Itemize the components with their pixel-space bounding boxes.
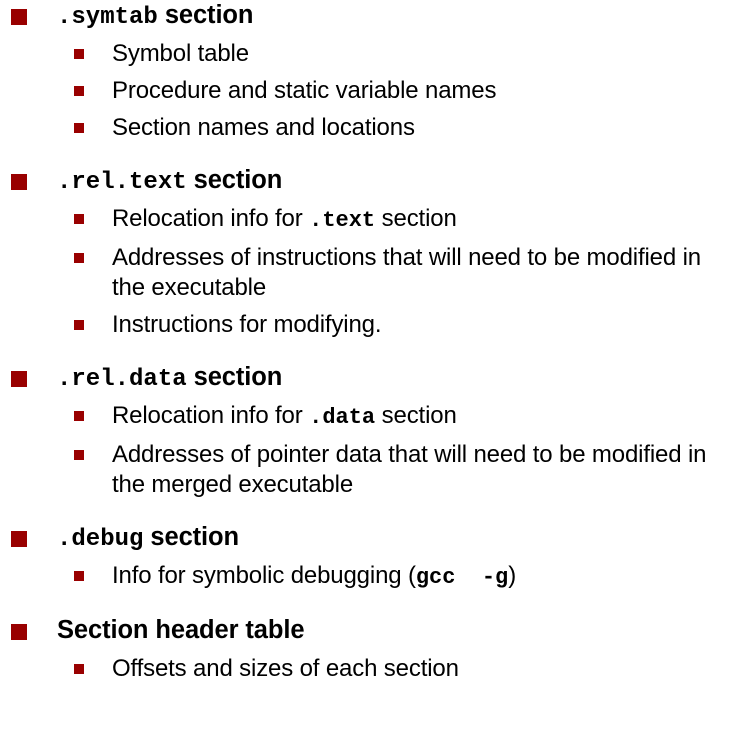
inline-code: gcc -g	[415, 565, 509, 590]
square-bullet-icon	[74, 214, 84, 224]
top-level-bullet-item: .rel.data section	[0, 362, 740, 395]
square-bullet-icon	[11, 371, 27, 387]
sub-bullet-item: Addresses of instructions that will need…	[0, 243, 712, 303]
top-level-bullet-item: .rel.text section	[0, 165, 740, 198]
heading-text: Section header table	[57, 616, 305, 644]
heading-code: .rel.data	[57, 366, 187, 393]
sub-bullet-label-pre: Info for symbolic debugging (	[112, 562, 416, 589]
inline-code: .text	[309, 208, 376, 233]
bullet-group: .rel.data section Relocation info for .d…	[0, 362, 740, 500]
sub-bullet-label: Procedure and static variable names	[112, 77, 497, 104]
top-level-bullet-item: .symtab section	[0, 0, 740, 33]
heading-code: .rel.text	[57, 169, 187, 196]
sub-bullet-item: Instructions for modifying.	[0, 310, 740, 340]
square-bullet-icon	[11, 531, 27, 547]
bullet-group: Section header table Offsets and sizes o…	[0, 615, 740, 684]
square-bullet-icon	[11, 9, 27, 25]
square-bullet-icon	[11, 174, 27, 190]
sub-bullet-label-post: section	[375, 402, 457, 429]
sub-bullet-item: Relocation info for .text section	[0, 204, 740, 236]
sub-bullet-item: Symbol table	[0, 39, 740, 69]
square-bullet-icon	[11, 624, 27, 640]
heading-text: section	[157, 1, 254, 29]
sub-bullet-item: Addresses of pointer data that will need…	[0, 440, 712, 500]
square-bullet-icon	[74, 664, 84, 674]
sub-bullet-label-post: section	[375, 205, 457, 232]
square-bullet-icon	[74, 411, 84, 421]
square-bullet-icon	[74, 320, 84, 330]
square-bullet-icon	[74, 450, 84, 460]
sub-bullet-label-post: )	[508, 562, 517, 589]
top-level-bullet-item: Section header table	[0, 615, 740, 648]
bullet-list: .symtab section Symbol table Procedure a…	[0, 0, 740, 684]
top-level-bullet-item: .debug section	[0, 522, 740, 555]
square-bullet-icon	[74, 86, 84, 96]
sub-bullet-label: Addresses of pointer data that will need…	[112, 441, 707, 498]
sub-bullet-label: Section names and locations	[112, 114, 415, 141]
sub-bullet-label-pre: Relocation info for	[112, 205, 310, 232]
heading-text: section	[186, 363, 283, 391]
square-bullet-icon	[74, 49, 84, 59]
sub-bullet-label: Offsets and sizes of each section	[112, 655, 459, 682]
heading-text: section	[186, 166, 283, 194]
sub-bullet-item: Info for symbolic debugging (gcc -g)	[0, 561, 740, 593]
bullet-group: .rel.text section Relocation info for .t…	[0, 165, 740, 340]
sub-bullet-label-pre: Relocation info for	[112, 402, 310, 429]
sub-bullet-item: Section names and locations	[0, 113, 740, 143]
square-bullet-icon	[74, 571, 84, 581]
sub-bullet-item: Procedure and static variable names	[0, 76, 740, 106]
sub-bullet-label: Addresses of instructions that will need…	[112, 244, 701, 301]
heading-text: section	[143, 523, 239, 551]
inline-code: .data	[309, 405, 376, 430]
square-bullet-icon	[74, 253, 84, 263]
bullet-group: .debug section Info for symbolic debuggi…	[0, 522, 740, 593]
square-bullet-icon	[74, 123, 84, 133]
heading-code: .symtab	[57, 4, 158, 31]
heading-code: .debug	[57, 526, 144, 553]
sub-bullet-item: Relocation info for .data section	[0, 401, 740, 433]
bullet-group: .symtab section Symbol table Procedure a…	[0, 0, 740, 143]
sub-bullet-item: Offsets and sizes of each section	[0, 654, 740, 684]
sub-bullet-label: Symbol table	[112, 40, 249, 67]
sub-bullet-label: Instructions for modifying.	[112, 311, 382, 338]
